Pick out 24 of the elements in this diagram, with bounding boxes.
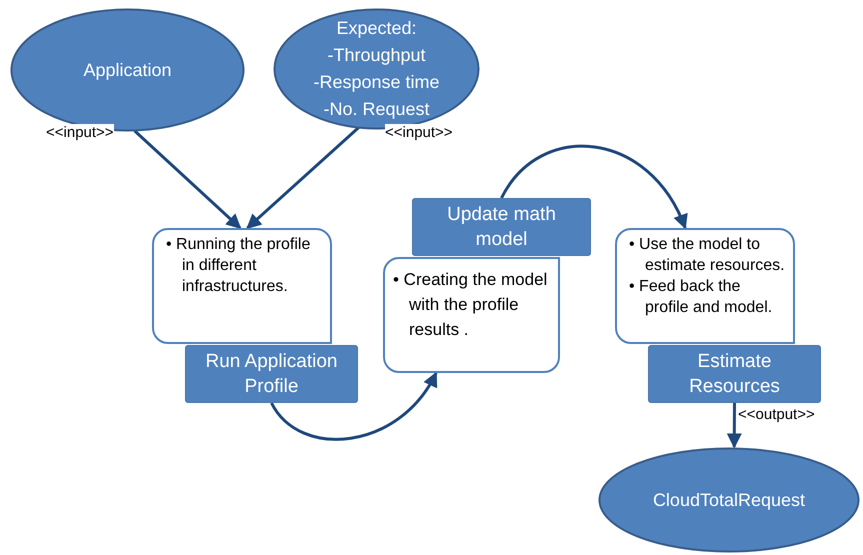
arrow: [500, 144, 687, 230]
node-text: -Throughput: [327, 44, 426, 67]
title-tag: Estimate Resources: [648, 345, 821, 403]
edge-label: <<input>>: [46, 124, 114, 142]
node-text: Expected:: [336, 17, 417, 40]
node-text: Application: [83, 58, 172, 82]
node-text: -No. Request: [323, 98, 430, 121]
bullet-text: • Use the model to estimate resources.: [629, 235, 785, 276]
arrow: [270, 372, 438, 441]
edge-label: <<input>>: [385, 124, 453, 142]
text-card: [152, 228, 332, 344]
title-tag: Run Application Profile: [185, 345, 358, 403]
bullet-text: • Running the profile in different infrastructures.: [166, 235, 312, 297]
bullet-text: • Feed back the profile and model.: [629, 277, 774, 318]
node-text: -Response time: [313, 71, 440, 94]
text-card: [615, 228, 795, 344]
bullet-text: • Creating the model with the profile results .: [393, 269, 548, 341]
node-text: CloudTotalRequest: [652, 488, 806, 512]
title-tag: Update math model: [412, 198, 591, 256]
arrow: [726, 402, 742, 448]
arrow: [246, 125, 361, 230]
text-card: [383, 257, 560, 373]
arrow: [134, 130, 242, 230]
edge-label: <<output>>: [738, 406, 815, 424]
